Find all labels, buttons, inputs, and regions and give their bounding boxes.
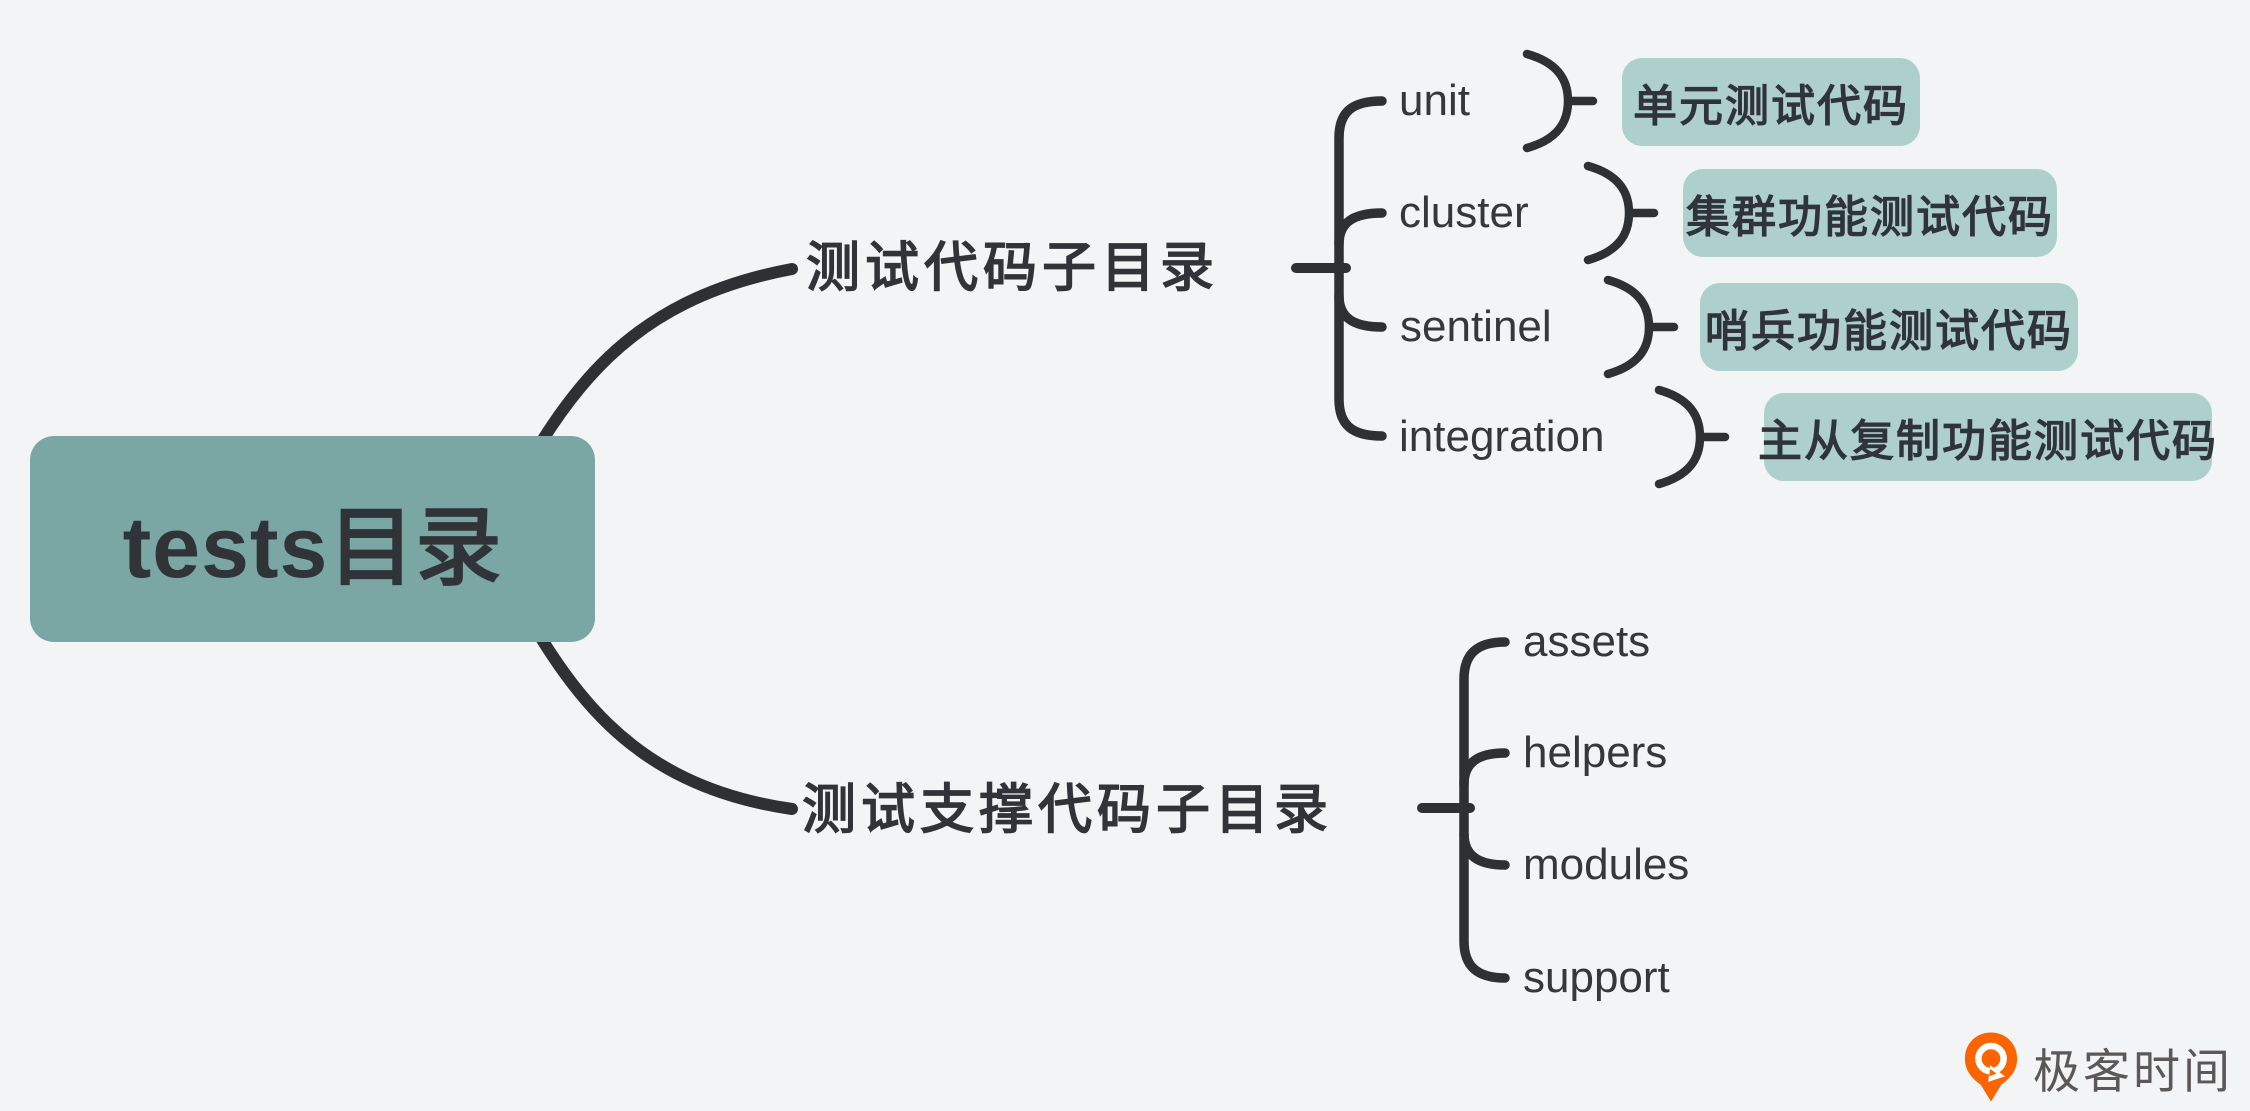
branch2-hook-helpers [1459, 748, 1510, 789]
geektime-watermark: 极客时间 [1963, 1030, 2233, 1104]
branch1-hook-cluster [1334, 208, 1387, 249]
geektime-logo-icon [1964, 1032, 2018, 1102]
child-label-integration: integration [1399, 412, 1605, 461]
branch-label-test-code: 测试代码子目录 [806, 238, 1219, 298]
note-box-unit: 单元测试代码 [1622, 58, 1920, 146]
note-box-integration: 主从复制功能测试代码 [1758, 393, 2216, 481]
child-label-assets: assets [1523, 617, 1651, 666]
child-label-unit: unit [1399, 76, 1470, 125]
child-label-modules: modules [1523, 840, 1690, 889]
child-label-helpers: helpers [1523, 728, 1668, 777]
brace-cluster [1583, 161, 1659, 265]
note-box-cluster: 集群功能测试代码 [1683, 169, 2057, 257]
branch2-bracket [1459, 637, 1510, 983]
child-label-cluster: cluster [1399, 188, 1529, 237]
branch1-hook-sentinel [1334, 291, 1387, 332]
brace-integration [1654, 385, 1730, 489]
child-label-support: support [1523, 953, 1670, 1002]
brace-unit [1522, 49, 1598, 153]
geektime-logo-text: 极客时间 [2033, 1044, 2233, 1098]
brace-sentinel [1603, 275, 1679, 379]
child-label-sentinel: sentinel [1400, 302, 1552, 351]
note-box-sentinel: 哨兵功能测试代码 [1700, 283, 2078, 371]
branch-label-test-support-code: 测试支撑代码子目录 [802, 780, 1333, 840]
branch2-hook-modules [1459, 829, 1510, 870]
branch1-bracket [1334, 96, 1387, 441]
root-node: tests目录 [30, 436, 595, 642]
